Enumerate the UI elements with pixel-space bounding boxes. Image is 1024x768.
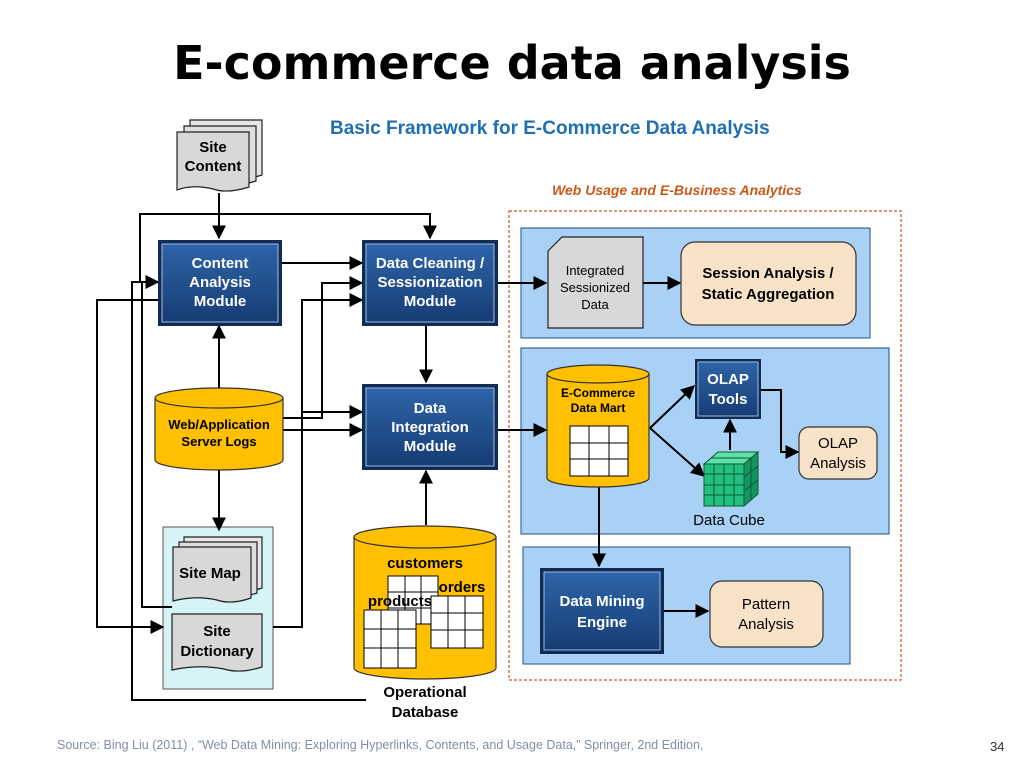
site-content-label-2: Content: [185, 158, 242, 175]
orders-table-icon: [430, 595, 484, 649]
svg-text:Data: Data: [414, 400, 447, 417]
svg-text:orders: orders: [439, 579, 486, 596]
analytics-section: [508, 210, 902, 681]
svg-text:Pattern: Pattern: [742, 596, 790, 613]
slide-title: E-commerce data analysis: [173, 36, 851, 90]
svg-text:Data Mining: Data Mining: [560, 593, 645, 610]
site-dictionary-document: Site Dictionary: [171, 613, 263, 672]
site-map-document: Site Map: [172, 536, 263, 603]
svg-text:customers: customers: [387, 555, 463, 572]
svg-text:Database: Database: [392, 704, 459, 721]
svg-text:OLAP: OLAP: [818, 435, 858, 452]
data-mining-engine: Data Mining Engine: [540, 568, 664, 654]
svg-text:Engine: Engine: [577, 614, 627, 631]
svg-text:OLAP: OLAP: [707, 371, 749, 388]
svg-text:Static Aggregation: Static Aggregation: [702, 286, 835, 303]
svg-text:Module: Module: [404, 438, 457, 455]
site-content-label-1: Site: [199, 139, 227, 156]
content-analysis-module: Content Analysis Module: [158, 240, 282, 326]
svg-text:Sessionized: Sessionized: [560, 280, 630, 295]
svg-text:Module: Module: [404, 293, 457, 310]
pattern-analysis-box: Pattern Analysis: [709, 580, 824, 648]
server-logs-database: Web/Application Server Logs: [154, 387, 284, 471]
svg-text:Analysis: Analysis: [738, 616, 794, 633]
olap-analysis-box: OLAP Analysis: [798, 426, 878, 480]
svg-text:Web/Application: Web/Application: [168, 417, 270, 432]
integrated-sessionized-data: Integrated Sessionized Data: [547, 236, 644, 329]
svg-text:Server Logs: Server Logs: [181, 434, 256, 449]
data-integration-module: Data Integration Module: [362, 384, 498, 470]
analytics-section-title: Web Usage and E-Business Analytics: [552, 182, 802, 198]
data-cleaning-module: Data Cleaning / Sessionization Module: [362, 240, 498, 326]
svg-text:products: products: [368, 593, 432, 610]
svg-text:Data: Data: [581, 297, 609, 312]
svg-text:Analysis: Analysis: [810, 455, 866, 472]
products-table-icon: [363, 609, 417, 669]
page-number: 34: [990, 739, 1005, 754]
svg-text:Content: Content: [192, 255, 249, 272]
svg-text:Sessionization: Sessionization: [377, 274, 482, 291]
svg-text:Data Mart: Data Mart: [571, 401, 626, 415]
operational-database: customers orders products Operational Da…: [353, 525, 497, 721]
svg-text:E-Commerce: E-Commerce: [561, 386, 635, 400]
svg-text:Dictionary: Dictionary: [180, 643, 254, 660]
olap-tools-module: OLAP Tools: [695, 359, 761, 419]
svg-text:Integrated: Integrated: [566, 263, 625, 278]
svg-text:Session Analysis /: Session Analysis /: [702, 265, 834, 282]
data-mart-table-icon: [569, 425, 629, 477]
source-citation: Source: Bing Liu (2011) , “Web Data Mini…: [57, 738, 704, 752]
data-cube-icon: [702, 450, 760, 508]
svg-text:Site Map: Site Map: [179, 565, 241, 582]
svg-text:Data Cleaning /: Data Cleaning /: [376, 255, 485, 272]
session-analysis-box: Session Analysis / Static Aggregation: [680, 241, 857, 326]
svg-text:Module: Module: [194, 293, 247, 310]
svg-text:Operational: Operational: [383, 684, 466, 701]
svg-text:Tools: Tools: [709, 391, 748, 408]
diagram-title: Basic Framework for E-Commerce Data Anal…: [330, 118, 770, 139]
ecommerce-data-mart: E-Commerce Data Mart: [546, 364, 650, 488]
svg-text:Site: Site: [203, 623, 231, 640]
svg-text:Analysis: Analysis: [189, 274, 251, 291]
svg-text:Integration: Integration: [391, 419, 469, 436]
data-cube-label: Data Cube: [693, 512, 765, 529]
site-content-document: Site Content: [176, 119, 263, 192]
